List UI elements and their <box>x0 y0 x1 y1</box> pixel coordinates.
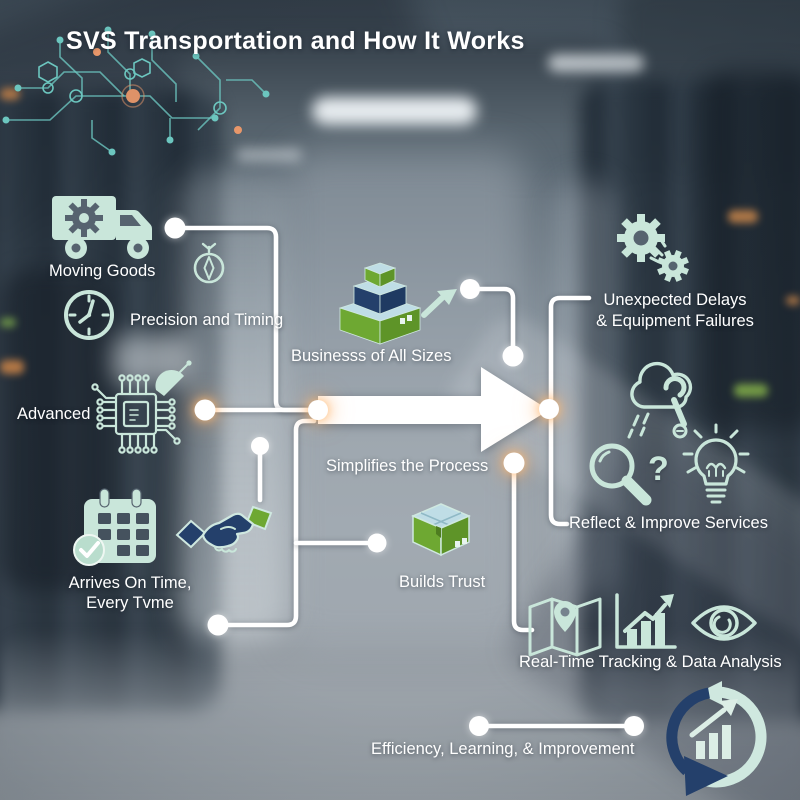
eye-icon <box>691 605 757 641</box>
connector-dot <box>502 345 524 367</box>
map-pin-icon <box>528 597 602 657</box>
clock-icon <box>64 290 114 340</box>
label-moving-goods: Moving Goods <box>49 262 156 280</box>
label-arrives-line1: Arrives On Time, <box>68 574 192 592</box>
connector-dot <box>207 614 229 636</box>
circuit-chip-icon <box>91 360 192 454</box>
label-unexpected-delays-line1: Unexpected Delays <box>603 291 747 309</box>
bar-chart-icon <box>615 593 677 649</box>
page-title: SVS Transportation and How It Works <box>66 27 525 55</box>
cycle-growth-icon <box>666 681 767 796</box>
connector-dot <box>460 279 480 299</box>
question-mark-icon: ? <box>648 450 669 488</box>
label-advanced: Advanced <box>17 405 91 423</box>
label-unexpected-delays: Unexpected Delays & Equipment Failures <box>590 290 760 332</box>
satellite-dish-icon <box>155 360 192 396</box>
calendar-check-icon <box>73 488 156 566</box>
circuit-decoration <box>2 26 270 156</box>
package-box-icon <box>411 503 471 557</box>
label-unexpected-delays-line2: & Equipment Failures <box>596 312 754 330</box>
cloud-wrench-icon <box>627 361 693 439</box>
label-reflect-improve: Reflect & Improve Services <box>569 514 768 532</box>
compass-icon <box>193 242 225 284</box>
magnifier-icon <box>589 443 652 506</box>
gears-icon <box>617 214 689 282</box>
label-precision-timing: Precision and Timing <box>130 311 284 329</box>
connector-dot <box>251 437 269 455</box>
connector-dot <box>367 533 387 553</box>
label-tracking-analysis: Real-Time Tracking & Data Analysis <box>519 653 782 671</box>
connector-dot <box>194 399 216 421</box>
main-flow-arrow <box>318 367 549 452</box>
boxes-stack-icon <box>338 262 422 345</box>
label-business-sizes: Businesss of All Sizes <box>291 347 452 365</box>
handshake-icon <box>175 505 273 553</box>
lightbulb-icon <box>682 423 750 504</box>
connector-dot <box>308 400 328 420</box>
growth-arrow-icon <box>421 289 457 318</box>
label-efficiency: Efficiency, Learning, & Improvement <box>371 740 635 758</box>
truck-icon <box>52 196 152 259</box>
connector-dot <box>164 217 186 239</box>
connector-dot <box>469 716 489 736</box>
connector-dot <box>503 452 525 474</box>
label-builds-trust: Builds Trust <box>399 573 486 591</box>
label-simplifies: Simplifies the Process <box>326 457 489 475</box>
connector-dot <box>539 399 559 419</box>
label-arrives-line2: Every Tvme <box>86 594 174 612</box>
connector-dot <box>624 716 644 736</box>
label-arrives-on-time: Arrives On Time, Every Tvme <box>40 573 220 613</box>
